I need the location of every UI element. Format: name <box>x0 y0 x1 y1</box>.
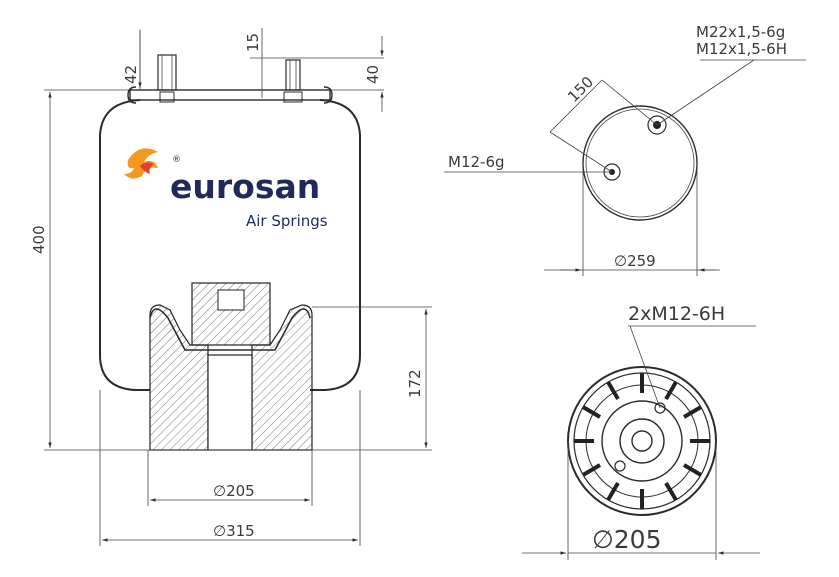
svg-text:42: 42 <box>122 65 140 84</box>
stud-right <box>283 59 303 103</box>
brand-name: eurosan <box>170 167 320 206</box>
dim-dia-259: ∅259 <box>614 252 656 270</box>
dim-40: 40 <box>300 36 384 112</box>
dim-dia-205-bottom: ∅205 <box>592 525 662 554</box>
top-plate <box>129 89 331 101</box>
bottom-view: 2xM12-6H ∅205 <box>522 303 760 560</box>
stud-left <box>157 54 177 103</box>
bottom-hole-top <box>654 402 666 414</box>
top-view-outline <box>582 105 698 221</box>
thread-label-m22: M22x1,5-6g <box>696 23 785 41</box>
top-plate-crimp <box>127 86 333 104</box>
dim-dia-205-side: ∅205 <box>147 450 313 506</box>
thread-label-bottom: 2xM12-6H <box>628 303 725 325</box>
thread-label-m12-6g: M12-6g <box>448 153 505 171</box>
top-view: 150 M22x1,5-6g M12x1,5-6H M12-6g ∅259 <box>444 23 806 276</box>
bellow-lip <box>149 308 311 351</box>
brand-tagline: Air Springs <box>246 212 328 230</box>
dim-150: 150 <box>564 73 597 106</box>
logo-mark-icon <box>124 148 158 179</box>
bellow-outline <box>99 99 361 391</box>
svg-text:172: 172 <box>406 369 424 398</box>
dim-dia-315: ∅315 <box>99 390 361 546</box>
svg-text:15: 15 <box>244 33 262 52</box>
registered-mark: ® <box>172 155 181 165</box>
radial-ribs <box>574 373 710 509</box>
svg-text:40: 40 <box>364 65 382 84</box>
piston-core <box>207 354 253 451</box>
svg-text:400: 400 <box>30 225 48 254</box>
dim-15: 15 <box>244 28 300 98</box>
svg-text:∅315: ∅315 <box>213 522 255 540</box>
dim-172: 172 <box>312 306 432 451</box>
svg-text:∅205: ∅205 <box>213 482 255 500</box>
dim-42: 42 <box>122 30 142 90</box>
eurosan-logo: ® eurosan Air Springs <box>124 148 328 230</box>
thread-label-m12-6h: M12x1,5-6H <box>696 40 787 58</box>
side-view: ® eurosan Air Springs 42 15 40 <box>30 28 432 546</box>
bottom-hole-bottom <box>614 460 626 472</box>
dim-400: 400 <box>30 89 130 451</box>
